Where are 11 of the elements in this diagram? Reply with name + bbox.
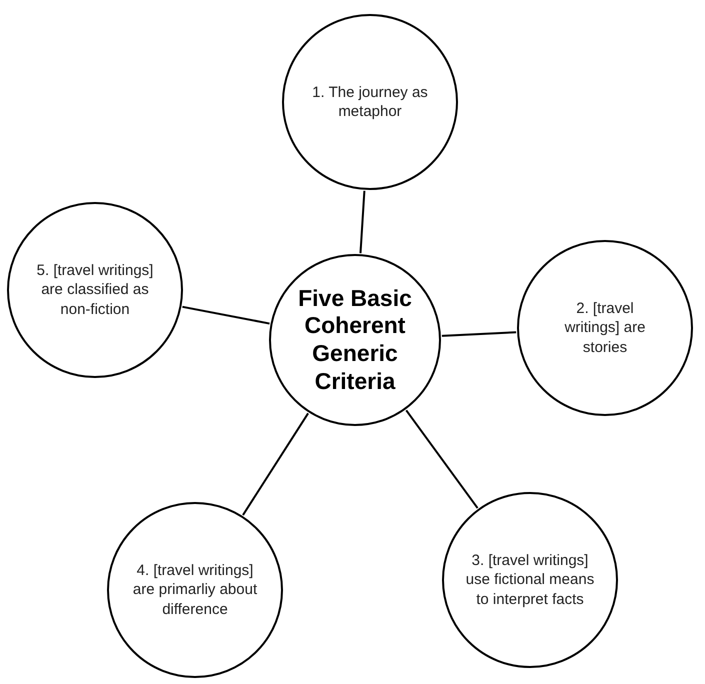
criterion-text: 3. [travel writings] use fictional means to interpret facts: [465, 550, 595, 610]
connector-line: [405, 410, 478, 509]
criterion-text: 5. [travel writings] are classified as non-fiction: [36, 260, 154, 320]
connector-line: [182, 306, 270, 325]
criterion-text: 2. [travel writings] are stories: [564, 298, 646, 358]
center-title: Five Basic Coherent Generic Criteria: [297, 284, 413, 396]
criterion-text: 1. The journey as metaphor: [311, 82, 429, 122]
connector-line: [359, 190, 366, 254]
criterion-text: 4. [travel writings] are primarliy about difference: [132, 560, 258, 620]
connector-line: [442, 331, 516, 337]
connector-line: [242, 412, 309, 516]
